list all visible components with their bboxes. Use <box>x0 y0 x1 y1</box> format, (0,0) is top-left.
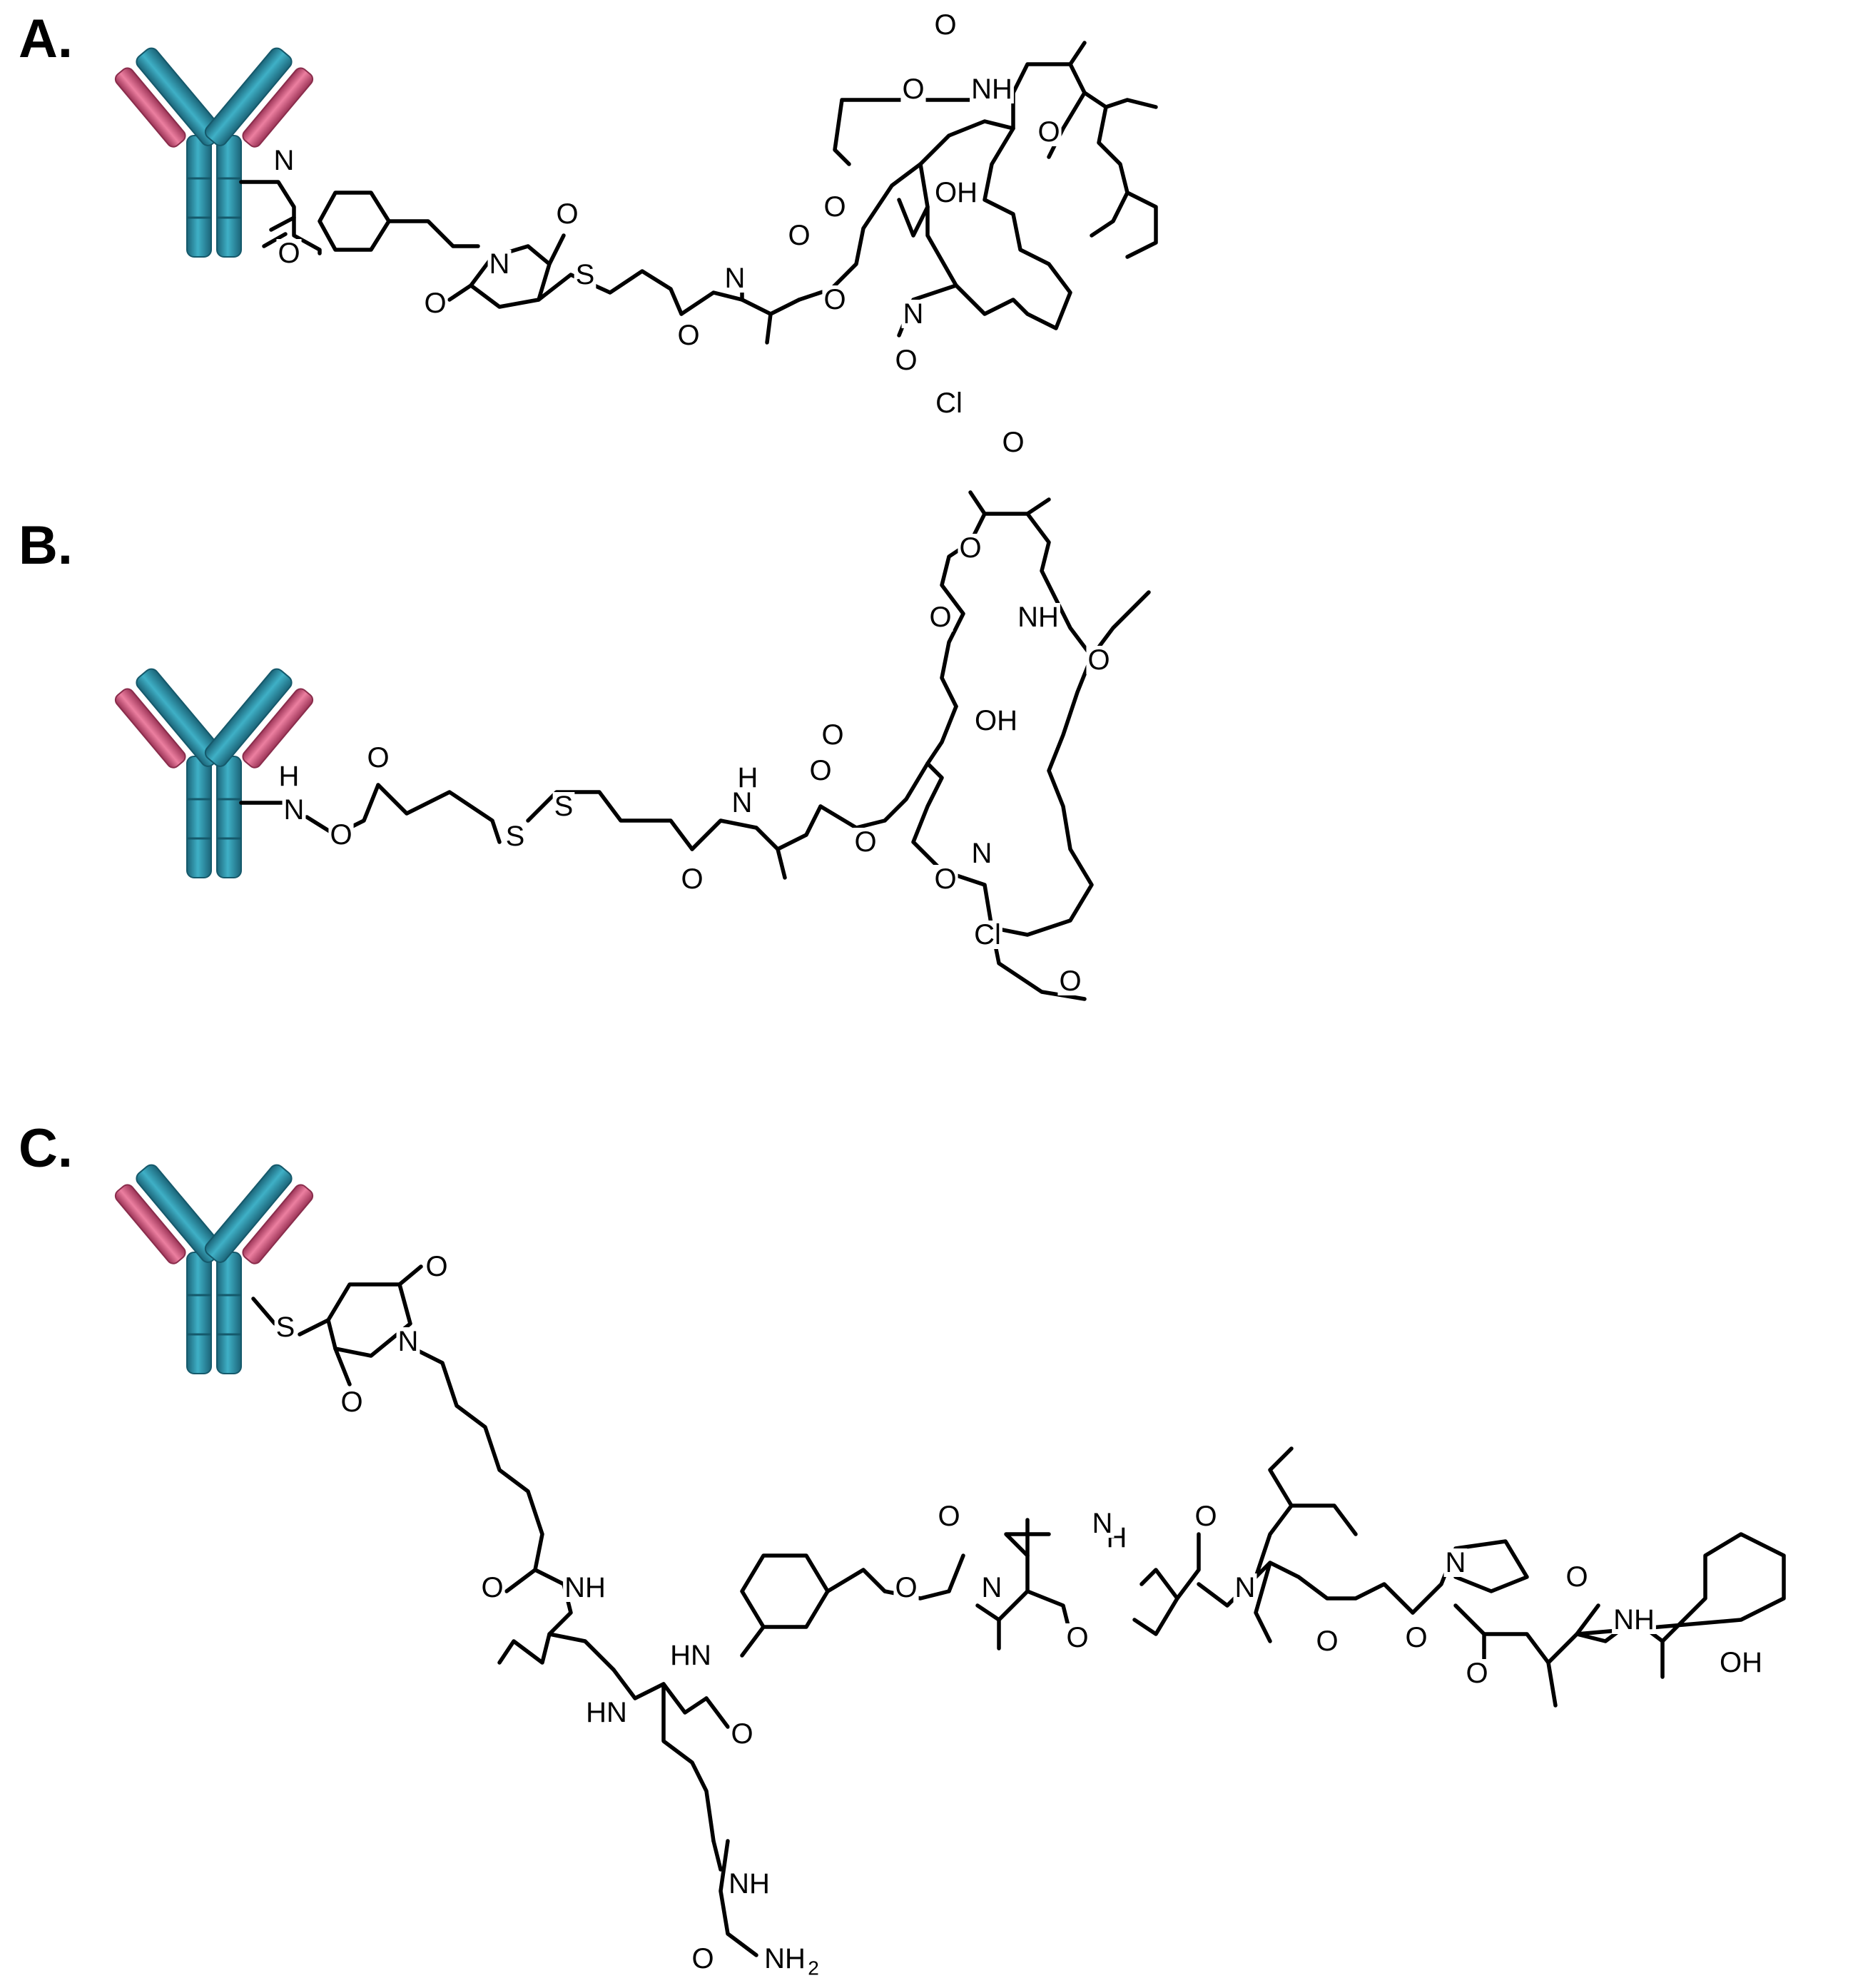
nh2-label: NH 2 <box>763 1943 819 1979</box>
atom-subscript: 2 <box>808 1957 819 1979</box>
atom-label: N <box>1446 1547 1466 1578</box>
atom-label: O <box>895 345 917 376</box>
atom-label: O <box>1066 1622 1088 1653</box>
atom-label: O <box>425 1251 447 1282</box>
atom-label: HN <box>670 1640 711 1671</box>
atom-label: Cl <box>935 387 963 419</box>
atom-label: N <box>284 794 305 826</box>
atom-label: HN <box>586 1697 627 1728</box>
atom-label: O <box>691 1943 714 1974</box>
atom-label: H <box>279 761 300 792</box>
atom-label: O <box>895 1572 917 1603</box>
atom-label: NH <box>728 1868 770 1900</box>
atom-label: O <box>340 1386 362 1418</box>
panel-label-a: A. <box>19 9 73 69</box>
atom-label: N <box>398 1326 419 1357</box>
atom-label: O <box>934 9 956 41</box>
atom-label: O <box>823 284 846 315</box>
atom-label: NH <box>1017 602 1059 633</box>
atom-label: S <box>554 791 574 822</box>
atom-label: O <box>278 238 300 269</box>
atom-label: O <box>959 532 981 564</box>
atom-label: N <box>274 145 295 176</box>
atom-label: O <box>854 826 876 858</box>
atom-label: S <box>276 1312 295 1343</box>
atom-label: NH <box>764 1943 806 1974</box>
panel-label-b: B. <box>19 515 73 576</box>
atom-label: OH <box>935 177 978 208</box>
atom-label: O <box>1194 1501 1217 1532</box>
atom-label: O <box>481 1572 503 1603</box>
atom-label: O <box>929 602 951 633</box>
atom-label: S <box>576 259 595 290</box>
atom-label: O <box>1316 1626 1338 1657</box>
atom-label: O <box>677 320 699 351</box>
atom-label: O <box>681 863 703 895</box>
atom-label: OH <box>1720 1647 1762 1678</box>
atom-label: N <box>732 787 753 818</box>
atom-label: N <box>1092 1508 1113 1539</box>
atom-label: S <box>506 821 525 852</box>
panel-c-structure: S N O O O NH HN HN O NH O NH 2 O O N O H… <box>111 1161 1786 1979</box>
atom-label: NH <box>1613 1604 1655 1635</box>
atom-label: O <box>367 742 389 774</box>
panel-b-structure: H N O O S S O N H O O O O NH OH O O N O … <box>111 490 1151 1001</box>
atom-label: NH <box>971 73 1012 105</box>
atom-label: O <box>934 863 956 895</box>
atom-label: N <box>725 263 746 294</box>
atom-label: O <box>1405 1622 1427 1653</box>
atom-label: O <box>821 719 843 751</box>
atom-label: O <box>1466 1658 1488 1689</box>
atom-label: O <box>938 1501 960 1532</box>
atom-label: O <box>330 819 352 851</box>
atom-label: O <box>788 220 810 251</box>
panel-a-structure: N O N O O S O N O O O O NH OH O O N O Cl… <box>111 9 1158 458</box>
atom-label: O <box>731 1718 753 1750</box>
atom-label: O <box>1565 1561 1588 1593</box>
atom-label: O <box>1059 965 1081 997</box>
panel-label-c: C. <box>19 1118 73 1179</box>
atom-label: OH <box>975 705 1017 736</box>
atom-label: O <box>1087 644 1110 676</box>
atom-label: O <box>1002 427 1024 458</box>
atom-label: O <box>1037 116 1060 148</box>
atom-label: N <box>903 298 924 330</box>
atom-label: O <box>424 288 446 319</box>
atom-label: N <box>982 1572 1002 1603</box>
atom-label: O <box>823 191 846 223</box>
atom-label: O <box>902 73 924 105</box>
atom-label: N <box>1235 1572 1256 1603</box>
atom-label: N <box>489 248 510 280</box>
atom-label: Cl <box>974 919 1001 950</box>
atom-label: H <box>738 762 758 793</box>
atom-label: NH <box>564 1572 606 1603</box>
atom-label: O <box>809 755 831 786</box>
atom-label: N <box>972 838 993 869</box>
atom-label: O <box>556 198 578 230</box>
